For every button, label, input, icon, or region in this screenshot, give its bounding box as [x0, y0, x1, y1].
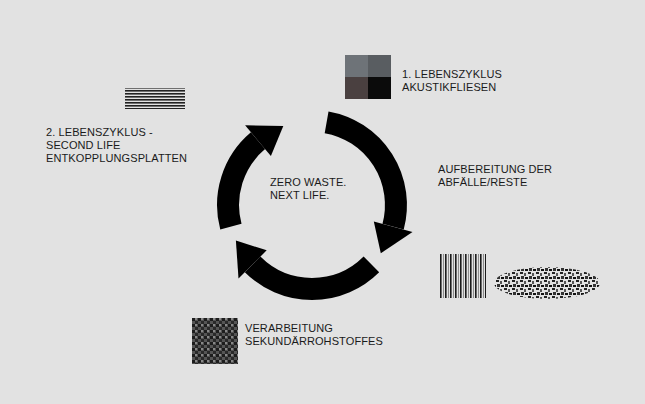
mosaic-icon	[192, 318, 238, 364]
stage-label: AUFBEREITUNG DER ABFÄLLE/RESTE	[438, 163, 556, 189]
fibre-icon	[440, 254, 486, 298]
stage-label: 2. LEBENSZYKLUS - SECOND LIFE ENTKOPPLUN…	[46, 126, 178, 165]
cycle-arrows	[228, 122, 412, 289]
stage-label: 1. LEBENSZYKLUS AKUSTIKFLIESEN	[402, 68, 512, 94]
tile-icon	[345, 55, 391, 99]
board-icon	[125, 88, 185, 109]
stage-label: VERARBEITUNG SEKUNDÄRROHSTOFFES	[245, 322, 385, 348]
center-text: ZERO WASTE. NEXT LIFE.	[270, 176, 356, 202]
granulate-icon	[494, 267, 600, 299]
